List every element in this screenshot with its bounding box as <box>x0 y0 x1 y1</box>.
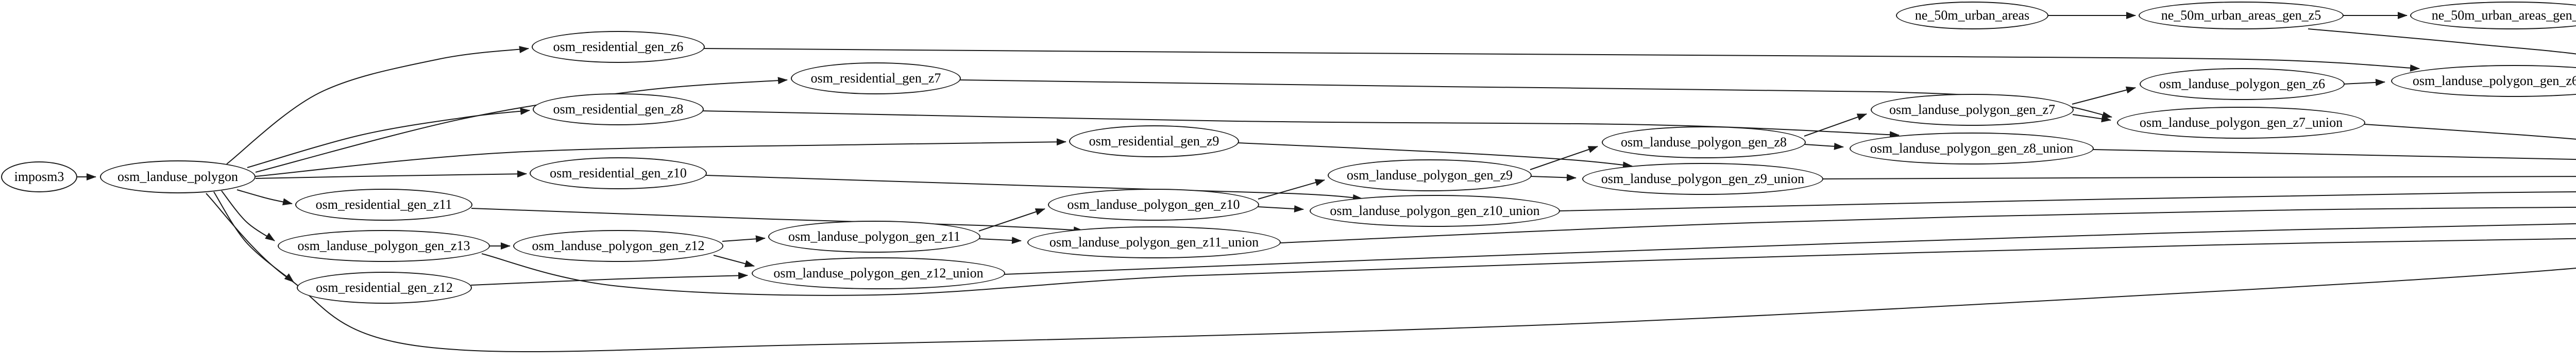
node-label: osm_residential_gen_z6 <box>553 39 684 54</box>
node-label: osm_residential_gen_z7 <box>810 71 941 86</box>
node-osm_landuse_polygon_gen_z6_union[interactable]: osm_landuse_polygon_gen_z6_union <box>2391 65 2576 97</box>
node-osm_landuse_polygon_gen_z6[interactable]: osm_landuse_polygon_gen_z6 <box>2140 68 2345 100</box>
node-label: osm_landuse_polygon_gen_z12_union <box>773 266 984 281</box>
edge-osm_landuse_polygon_gen_z8_union-to-layer_landuse-z8 <box>2092 149 2576 160</box>
edge-osm_landuse_polygon_gen_z7-to-osm_landuse_polygon_gen_z7_union <box>2072 114 2111 123</box>
node-osm_residential_gen_z12[interactable]: osm_residential_gen_z12 <box>297 272 472 304</box>
edge-osm_landuse_polygon-to-osm_residential_gen_z8 <box>247 107 530 168</box>
edge-osm_landuse_polygon_gen_z11_union-to-layer_landuse-z11 <box>1279 206 2576 243</box>
edge-osm_residential_gen_z8-to-osm_landuse_polygon_gen_z8_union <box>702 110 1900 139</box>
node-label: osm_landuse_polygon_gen_z10_union <box>1330 203 1540 218</box>
node-label: osm_landuse_polygon_gen_z11 <box>788 229 961 244</box>
node-label: osm_landuse_polygon_gen_z8_union <box>1870 141 2074 156</box>
node-osm_landuse_polygon_gen_z12[interactable]: osm_landuse_polygon_gen_z12 <box>513 230 723 262</box>
edge-osm_residential_gen_z11-to-osm_landuse_polygon_gen_z11_union <box>471 208 1083 234</box>
node-label: osm_landuse_polygon <box>117 169 238 184</box>
edge-osm_landuse_polygon_gen_z9-to-osm_landuse_polygon_gen_z8 <box>1530 146 1598 170</box>
node-osm_landuse_polygon_gen_z8_union[interactable]: osm_landuse_polygon_gen_z8_union <box>1850 133 2094 164</box>
edge-osm_landuse_polygon_gen_z10-to-osm_landuse_polygon_gen_z10_union <box>1258 205 1304 212</box>
node-label: osm_residential_gen_z8 <box>553 102 684 117</box>
edge-osm_landuse_polygon-to-osm_residential_gen_z11 <box>236 189 293 206</box>
edge-osm_landuse_polygon_gen_z12-to-osm_landuse_polygon_gen_z11 <box>722 235 766 243</box>
node-osm_landuse_polygon_gen_z7[interactable]: osm_landuse_polygon_gen_z7 <box>1871 94 2074 126</box>
node-osm_landuse_polygon_gen_z12_union[interactable]: osm_landuse_polygon_gen_z12_union <box>752 257 1005 289</box>
node-osm_landuse_polygon_gen_z13[interactable]: osm_landuse_polygon_gen_z13 <box>278 230 490 262</box>
node-label: osm_landuse_polygon_gen_z8 <box>1620 135 1787 150</box>
edge-osm_landuse_polygon_gen_z10_union-to-layer_landuse-z10 <box>1558 191 2576 211</box>
edge-osm_landuse_polygon-to-osm_residential_gen_z7 <box>255 77 788 173</box>
node-label: imposm3 <box>14 169 64 184</box>
node-osm_landuse_polygon_gen_z11_union[interactable]: osm_landuse_polygon_gen_z11_union <box>1027 226 1281 258</box>
node-osm_residential_gen_z8[interactable]: osm_residential_gen_z8 <box>533 93 704 125</box>
node-label: ne_50m_urban_areas <box>1914 8 2030 23</box>
node-label: osm_landuse_polygon_gen_z6 <box>2159 76 2326 91</box>
node-label: osm_landuse_polygon_gen_z7_union <box>2139 115 2343 130</box>
node-osm_landuse_polygon_gen_z9_union[interactable]: osm_landuse_polygon_gen_z9_union <box>1582 163 1823 195</box>
node-label: osm_landuse_polygon_gen_z11_union <box>1049 235 1259 250</box>
node-label: osm_residential_gen_z11 <box>315 197 452 212</box>
edge-osm_landuse_polygon_gen_z11-to-osm_landuse_polygon_gen_z10 <box>978 208 1045 232</box>
edge-osm_landuse_polygon-to-osm_residential_gen_z12 <box>213 191 294 283</box>
node-label: osm_landuse_polygon_gen_z7 <box>1889 102 2056 117</box>
edge-osm_landuse_polygon_gen_z7_union-to-layer_landuse-z7 <box>2364 124 2576 140</box>
edge-osm_landuse_polygon-to-layer_landuse-z14+ <box>206 193 2576 353</box>
node-osm_landuse_polygon_gen_z8[interactable]: osm_landuse_polygon_gen_z8 <box>1602 126 1806 158</box>
node-label: osm_residential_gen_z10 <box>550 166 687 180</box>
edge-osm_residential_gen_z6-to-osm_landuse_polygon_gen_z6_union <box>703 48 2420 72</box>
edge-osm_landuse_polygon_gen_z12_union-to-layer_landuse-z12 <box>1004 223 2576 275</box>
node-osm_residential_gen_z6[interactable]: osm_residential_gen_z6 <box>532 31 705 63</box>
node-label: osm_landuse_polygon_gen_z10 <box>1067 197 1240 212</box>
node-osm_landuse_polygon_gen_z7_union[interactable]: osm_landuse_polygon_gen_z7_union <box>2117 107 2365 139</box>
node-label: ne_50m_urban_areas_gen_z4 <box>2431 8 2576 23</box>
edge-osm_residential_gen_z9-to-osm_landuse_polygon_gen_z9_union <box>1238 142 1633 169</box>
edge-osm_landuse_polygon-to-osm_residential_gen_z10 <box>255 170 527 179</box>
node-imposm3[interactable]: imposm3 <box>1 161 77 192</box>
node-label: ne_50m_urban_areas_gen_z5 <box>2161 8 2321 23</box>
edge-osm_landuse_polygon_gen_z7-to-osm_landuse_polygon_gen_z6 <box>2072 86 2136 105</box>
node-osm_landuse_polygon[interactable]: osm_landuse_polygon <box>100 160 256 193</box>
node-label: osm_landuse_polygon_gen_z12 <box>532 238 705 253</box>
node-osm_landuse_polygon_gen_z10[interactable]: osm_landuse_polygon_gen_z10 <box>1048 189 1259 221</box>
edge-osm_landuse_polygon_gen_z11-to-osm_landuse_polygon_gen_z11_union <box>979 237 1022 244</box>
node-osm_landuse_polygon_gen_z11[interactable]: osm_landuse_polygon_gen_z11 <box>768 221 980 253</box>
node-osm_landuse_polygon_gen_z9[interactable]: osm_landuse_polygon_gen_z9 <box>1328 159 1532 191</box>
node-ne_50m_urban_areas_gen_z5[interactable]: ne_50m_urban_areas_gen_z5 <box>2139 2 2344 29</box>
edge-osm_landuse_polygon_gen_z6-to-osm_landuse_polygon_gen_z6_union <box>2343 78 2385 86</box>
node-label: osm_residential_gen_z9 <box>1089 134 1219 149</box>
node-ne_50m_urban_areas_gen_z4[interactable]: ne_50m_urban_areas_gen_z4 <box>2410 2 2576 29</box>
node-osm_residential_gen_z7[interactable]: osm_residential_gen_z7 <box>791 62 961 94</box>
node-osm_residential_gen_z10[interactable]: osm_residential_gen_z10 <box>530 157 707 189</box>
node-ne_50m_urban_areas[interactable]: ne_50m_urban_areas <box>1896 2 2048 29</box>
node-osm_residential_gen_z9[interactable]: osm_residential_gen_z9 <box>1069 125 1239 157</box>
node-osm_landuse_polygon_gen_z10_union[interactable]: osm_landuse_polygon_gen_z10_union <box>1310 195 1560 227</box>
edge-osm_landuse_polygon_gen_z8-to-osm_landuse_polygon_gen_z8_union <box>1804 142 1844 150</box>
edge-osm_landuse_polygon_gen_z9_union-to-layer_landuse-z9 <box>1822 176 2576 179</box>
edge-ne_50m_urban_areas_gen_z5-to-layer_landuse-z5 <box>2308 28 2576 55</box>
edge-osm_landuse_polygon-to-osm_residential_gen_z6 <box>226 46 529 164</box>
edge-osm_landuse_polygon_gen_z9-to-osm_landuse_polygon_gen_z9_union <box>1530 174 1577 182</box>
edge-osm_residential_gen_z10-to-osm_landuse_polygon_gen_z10_union <box>705 175 1363 202</box>
edge-osm_landuse_polygon_gen_z8-to-osm_landuse_polygon_gen_z7 <box>1804 113 1867 137</box>
edge-osm_residential_gen_z12-to-osm_landuse_polygon_gen_z12_union <box>470 272 748 286</box>
edge-osm_landuse_polygon_gen_z12-to-osm_landuse_polygon_gen_z12_union <box>713 255 755 268</box>
node-label: osm_landuse_polygon_gen_z9 <box>1346 168 1513 183</box>
node-osm_residential_gen_z11[interactable]: osm_residential_gen_z11 <box>295 189 472 221</box>
node-label: osm_residential_gen_z12 <box>316 280 453 295</box>
node-label: osm_landuse_polygon_gen_z13 <box>297 238 470 253</box>
edge-osm_landuse_polygon-to-osm_residential_gen_z9 <box>255 138 1066 177</box>
node-label: osm_landuse_polygon_gen_z9_union <box>1601 171 1805 186</box>
edge-osm_landuse_polygon-to-osm_landuse_polygon_gen_z13 <box>221 190 275 241</box>
node-label: osm_landuse_polygon_gen_z6_union <box>2412 73 2576 88</box>
edge-osm_landuse_polygon_gen_z10-to-osm_landuse_polygon_gen_z9 <box>1258 179 1325 200</box>
